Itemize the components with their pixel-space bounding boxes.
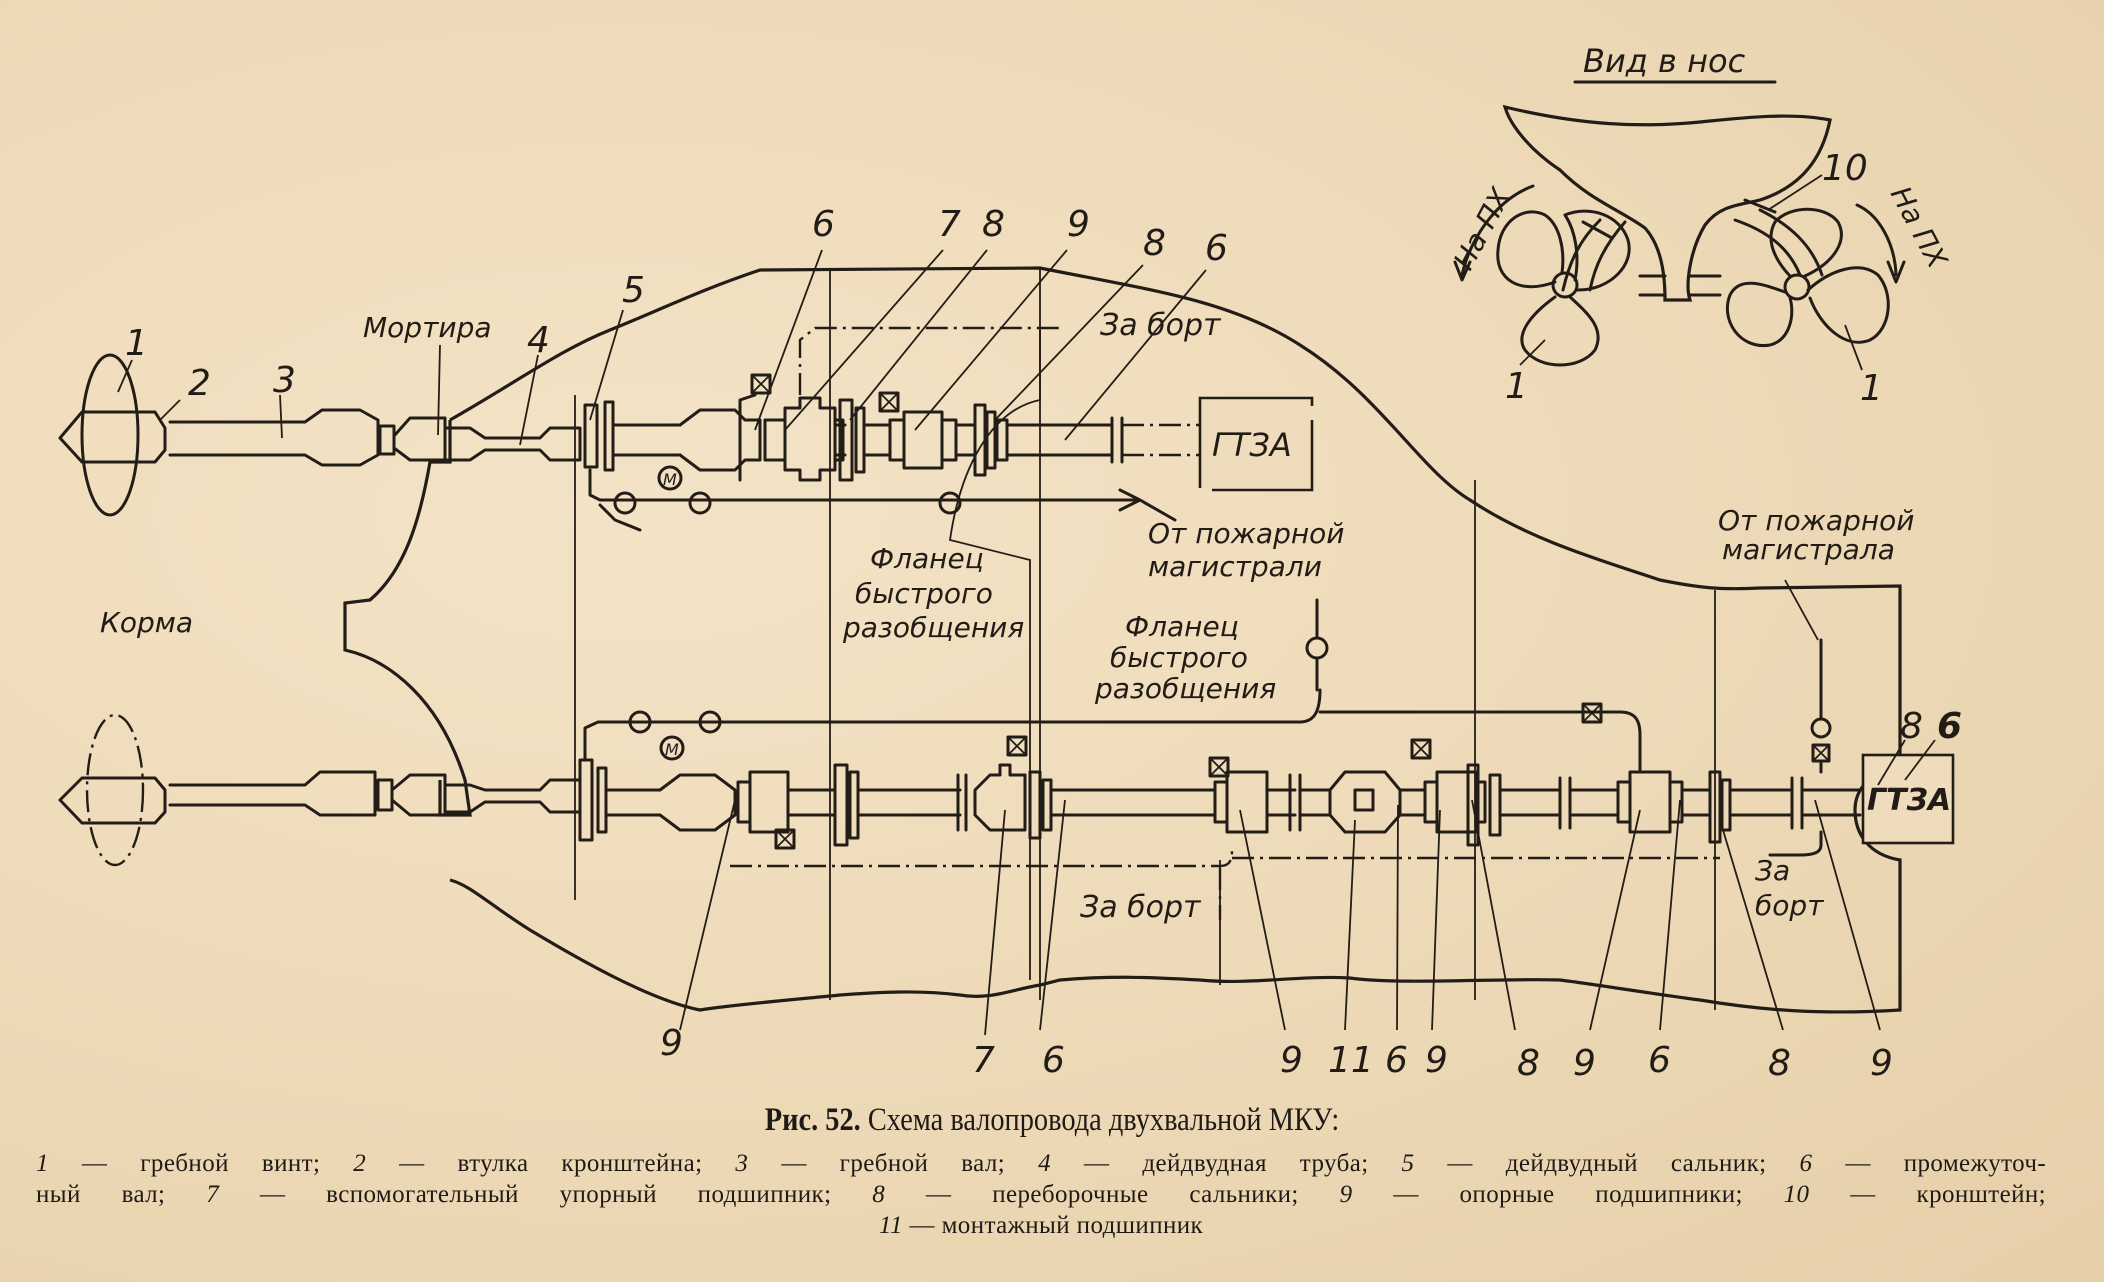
legend-item-6: 6 — промежуточ- xyxy=(1799,1150,2047,1177)
callout-right-8: 8 xyxy=(1900,706,1923,747)
callout-bottom-2: 7 xyxy=(972,1040,995,1081)
callout-bottom-11: 8 xyxy=(1768,1043,1791,1084)
diagram-labels: Мортира Корма За борт За борт За борт От… xyxy=(100,204,1962,1084)
leader-lines xyxy=(117,249,1936,1036)
label-za-right: За xyxy=(1755,854,1790,887)
label-flanets-1: Фланец xyxy=(870,542,984,575)
motor-label-top: М xyxy=(663,470,677,489)
callout-top-6: 6 xyxy=(812,204,835,245)
legend-item-11: 11 — монтажный подшипник xyxy=(878,1212,1204,1239)
legend-item-4: 4 — дейдвудная труба; xyxy=(1038,1150,1369,1177)
legend-item-5: 5 — дейдвудный сальник; xyxy=(1401,1150,1767,1177)
label-za-bort-bottom: За борт xyxy=(1080,890,1202,925)
legend-item-7: 7 — вспомогательный упорный подшипник; xyxy=(206,1181,832,1208)
legend-item-1: 1 — гребной винт; xyxy=(36,1150,321,1177)
callout-top-9: 9 xyxy=(1067,204,1090,245)
label-magistrali: магистрали xyxy=(1148,550,1322,583)
callout-top-10: 8 xyxy=(1143,223,1166,264)
callout-top-2: 2 xyxy=(188,363,211,404)
motor-symbol-bottom xyxy=(659,735,685,761)
label-ot-pozharnoy-1: От пожарной xyxy=(1148,517,1344,550)
bottom-shaft-line: ГТЗА xyxy=(58,713,1955,867)
hull-outline xyxy=(343,266,1902,1014)
motor-symbol-top xyxy=(657,465,683,491)
legend-item-10: 10 — кронштейн; xyxy=(1783,1181,2047,1208)
shafting-diagram: ГТЗА М xyxy=(58,42,1962,1084)
label-mortira: Мортира xyxy=(363,311,492,344)
callout-bottom-10: 6 xyxy=(1648,1040,1671,1081)
label-flanets-2: Фланец xyxy=(1125,610,1239,643)
callout-bottom-8: 8 xyxy=(1517,1043,1540,1084)
valve-top-1 xyxy=(750,373,772,395)
legend-line-3: 11 — монтажный подшипник xyxy=(36,1210,2046,1241)
callout-prop-left-1: 1 xyxy=(1505,366,1528,407)
gtza-box-top xyxy=(1198,396,1314,492)
label-korma: Корма xyxy=(100,606,193,639)
label-razobshcheniya-2: разобщения xyxy=(1094,672,1276,705)
gtza-label-top: ГТЗА xyxy=(1212,426,1292,464)
callout-right-6: 6 xyxy=(1937,706,1962,747)
bow-propeller-left xyxy=(1496,209,1631,367)
legend-line-1: 1 — гребной винт; 2 — втулка кронштейна;… xyxy=(36,1148,2046,1179)
valve-top-2 xyxy=(878,391,900,413)
bow-propeller-right xyxy=(1725,207,1890,347)
callout-bottom-5: 11 xyxy=(1328,1040,1374,1081)
legend-item-8: 8 — переборочные сальники; xyxy=(872,1181,1299,1208)
propeller-bottom xyxy=(85,713,145,867)
figure-number: Рис. 52. xyxy=(764,1102,861,1138)
callout-bottom-4: 9 xyxy=(1280,1040,1303,1081)
label-razobshcheniya-1: разобщения xyxy=(842,611,1024,644)
top-shaft-line: ГТЗА xyxy=(58,353,1314,517)
label-magistrala: магистрала xyxy=(1722,533,1895,566)
gtza-label-bottom: ГТЗА xyxy=(1867,783,1951,818)
callout-bottom-7: 9 xyxy=(1425,1040,1448,1081)
label-bort-right: борт xyxy=(1755,889,1824,922)
gtza-box-bottom xyxy=(1861,753,1955,845)
label-za-bort-top: За борт xyxy=(1100,308,1222,343)
callout-bracket-10: 10 xyxy=(1822,148,1868,189)
callout-top-3: 3 xyxy=(273,360,296,401)
callout-top-7: 7 xyxy=(938,204,961,245)
bow-view-inset: Вид в нос xyxy=(1447,42,1954,409)
label-bystrogo-2: быстрого xyxy=(1110,641,1248,674)
motor-label-bottom: М xyxy=(665,740,679,759)
callout-top-1: 1 xyxy=(125,323,148,364)
legend-item-3: 3 — гребной вал; xyxy=(735,1150,1006,1177)
legend-item-6-cont: ный вал; xyxy=(36,1181,166,1208)
callout-bottom-9: 9 xyxy=(1573,1043,1596,1084)
legend-item-9: 9 — опорные подшипники; xyxy=(1339,1181,1743,1208)
callout-top-8: 8 xyxy=(982,204,1005,245)
callout-top-4: 4 xyxy=(527,320,550,361)
bow-view-title: Вид в нос xyxy=(1583,42,1746,80)
callout-bottom-12: 9 xyxy=(1870,1043,1893,1084)
callout-top-5: 5 xyxy=(622,270,645,311)
bottom-piping: М xyxy=(583,598,1832,920)
callout-top-11: 6 xyxy=(1205,228,1228,269)
legend-line-2: ный вал; 7 — вспомогательный упорный под… xyxy=(36,1179,2046,1210)
assembly-bearing-11 xyxy=(1328,770,1402,834)
label-ot-pozharnoy-2: От пожарной xyxy=(1718,504,1914,537)
figure-caption: Рис. 52. Схема валопровода двухвальной М… xyxy=(147,1102,1956,1139)
legend-item-2: 2 — втулка кронштейна; xyxy=(353,1150,703,1177)
callout-prop-right-1: 1 xyxy=(1860,368,1883,409)
top-piping: М xyxy=(588,326,1177,532)
callout-bottom-3: 6 xyxy=(1042,1040,1065,1081)
callout-bottom-6: 6 xyxy=(1385,1040,1408,1081)
callout-bottom-1: 9 xyxy=(660,1023,683,1064)
figure-title: Схема валопровода двухвальной МКУ: xyxy=(867,1102,1340,1138)
label-na-pkh-left: На ПХ xyxy=(1447,182,1518,275)
propeller-top xyxy=(80,353,140,517)
label-bystrogo-1: быстрого xyxy=(855,577,993,610)
